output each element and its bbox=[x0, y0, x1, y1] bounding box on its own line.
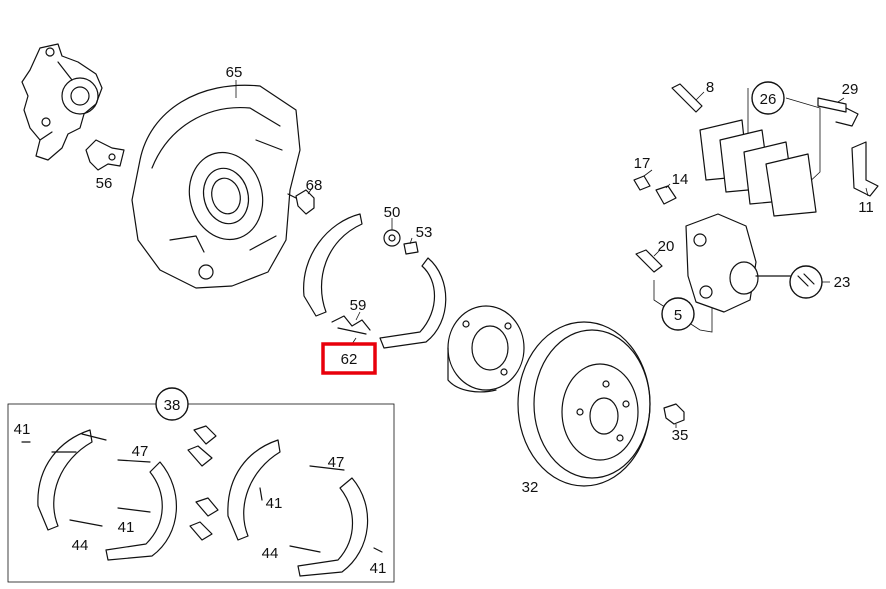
label-14: 14 bbox=[672, 171, 689, 188]
label-17: 17 bbox=[634, 155, 651, 172]
leader-lines bbox=[235, 80, 869, 428]
cap-17 bbox=[633, 175, 651, 191]
label-23: 23 bbox=[834, 274, 851, 291]
brake-disc bbox=[517, 321, 651, 487]
wheel-hub bbox=[447, 305, 525, 393]
label-47-a: 47 bbox=[132, 443, 149, 460]
label-41-d: 41 bbox=[370, 560, 387, 577]
label-68: 68 bbox=[306, 177, 323, 194]
label-44-b: 44 bbox=[262, 545, 279, 562]
parking-brake-shoe-right bbox=[379, 257, 447, 349]
bracket-56 bbox=[85, 139, 125, 171]
brake-pads bbox=[699, 88, 821, 217]
highlight-box-62 bbox=[321, 342, 377, 375]
callout-26 bbox=[751, 81, 785, 115]
bolt-35 bbox=[663, 403, 685, 425]
label-47-b: 47 bbox=[328, 454, 345, 471]
label-50: 50 bbox=[384, 204, 401, 221]
label-41-b: 41 bbox=[118, 519, 135, 536]
label-65: 65 bbox=[226, 64, 243, 81]
dust-shield bbox=[131, 84, 301, 289]
label-5: 5 bbox=[674, 307, 682, 324]
steering-knuckle bbox=[21, 43, 103, 161]
label-44-a: 44 bbox=[72, 537, 89, 554]
shoe-kit-box bbox=[7, 403, 395, 583]
repair-kit-23 bbox=[789, 265, 823, 299]
label-62: 62 bbox=[341, 351, 358, 368]
bolt-68 bbox=[287, 189, 315, 215]
parking-brake-shoe-left bbox=[303, 213, 363, 317]
label-35: 35 bbox=[672, 427, 689, 444]
label-32: 32 bbox=[522, 479, 539, 496]
caliper bbox=[653, 213, 791, 333]
label-41-c: 41 bbox=[266, 495, 283, 512]
bleeder-14 bbox=[655, 185, 677, 205]
label-29: 29 bbox=[842, 81, 859, 98]
label-11: 11 bbox=[858, 199, 874, 216]
bolt-8 bbox=[671, 83, 703, 113]
label-38: 38 bbox=[164, 397, 181, 414]
bolt-20 bbox=[635, 249, 663, 273]
label-8: 8 bbox=[706, 79, 714, 96]
label-56: 56 bbox=[96, 175, 113, 192]
adjuster-50 bbox=[383, 229, 401, 247]
sensor-29 bbox=[817, 97, 859, 127]
adjuster-53 bbox=[403, 241, 419, 255]
label-41-a: 41 bbox=[14, 421, 31, 438]
clip-11 bbox=[851, 141, 879, 197]
callout-38 bbox=[155, 387, 189, 421]
label-59: 59 bbox=[350, 297, 367, 314]
label-26: 26 bbox=[760, 91, 777, 108]
callout-5 bbox=[661, 297, 695, 331]
label-20: 20 bbox=[658, 238, 675, 255]
label-53: 53 bbox=[416, 224, 433, 241]
spring-59 bbox=[331, 315, 371, 335]
